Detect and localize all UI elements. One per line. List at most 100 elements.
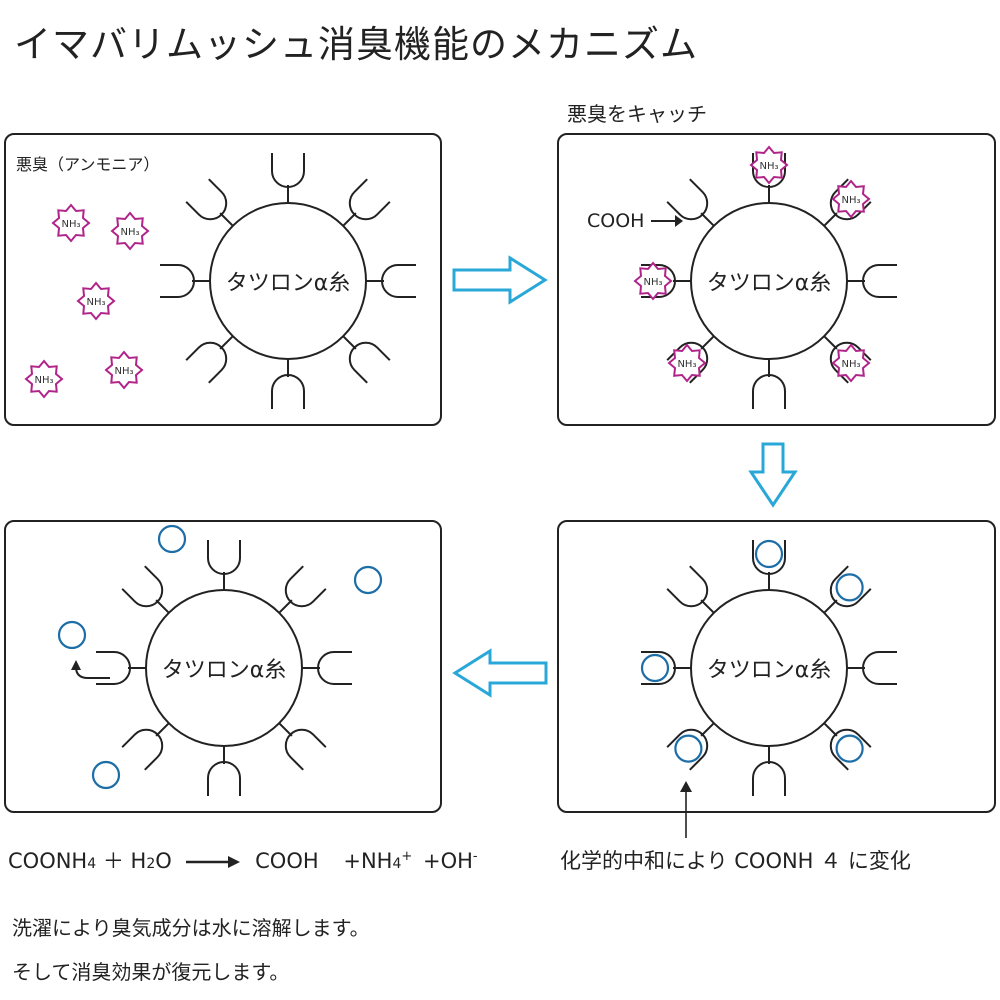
hollow-arrow-left-icon — [452, 648, 548, 698]
receptor-arm — [278, 722, 327, 771]
receptor-arm — [752, 359, 786, 409]
water-molecule-icon — [835, 573, 864, 602]
eq-product-oh: +OH — [422, 849, 473, 873]
nh3-molecule-icon: NH₃ — [831, 179, 871, 219]
water-molecule-icon — [353, 565, 383, 595]
cooh-label: COOH — [587, 210, 644, 232]
eq-plus-water: ＋ H — [102, 849, 147, 873]
hollow-arrow-right-icon — [452, 255, 548, 305]
nh3-label: NH₃ — [34, 375, 53, 386]
page-title: イマバリムッシュ消臭機能のメカニズム — [14, 23, 698, 66]
receptor-arm — [271, 359, 305, 409]
nh3-molecule-icon: NH₃ — [633, 261, 673, 301]
receptor-arm — [666, 335, 715, 384]
water-molecule-icon — [674, 734, 703, 763]
equation: COONH4 ＋ H2O COOH +NH4+ +OH- — [8, 845, 478, 875]
panel-wash: タツロンα糸 — [4, 520, 442, 813]
nh3-label: NH₃ — [842, 195, 861, 206]
receptor-arm — [185, 178, 234, 227]
water-molecule-icon — [157, 524, 187, 554]
panel-wash-drawing: タツロンα糸 — [57, 524, 383, 796]
nh3-molecule-icon: NH₃ — [110, 211, 150, 251]
receptor-arm — [342, 335, 391, 384]
fiber-label: タツロンα糸 — [162, 658, 287, 683]
receptor-arm — [207, 540, 241, 590]
nh3-label: NH₃ — [61, 219, 80, 230]
panel-odor: NH₃ NH₃ NH₃ NH₃ NH₃ 悪臭（アンモニア） タツロンα糸 — [4, 133, 442, 426]
odor-label: 悪臭（アンモニア） — [16, 155, 159, 174]
receptor-arm — [641, 651, 691, 685]
receptor-arm — [752, 746, 786, 796]
nh3-molecule-icon: NH₃ — [104, 350, 144, 390]
neutralize-label: 化学的中和により COONH ４ に変化 — [560, 849, 911, 873]
receptor-arm — [823, 722, 872, 771]
water-molecule-icon — [91, 760, 121, 790]
receptor-arm — [302, 651, 352, 685]
nh3-label: NH₃ — [114, 366, 133, 377]
receptor-arm — [121, 565, 170, 614]
eq-long-arrow-icon — [186, 856, 241, 868]
receptor-arm — [160, 264, 210, 298]
receptor-arm — [121, 722, 170, 771]
receptor-arm — [823, 335, 872, 384]
receptor-arm — [96, 651, 146, 685]
eq-product-nh4: +NH — [343, 849, 393, 873]
nh3-label: NH₃ — [842, 359, 861, 370]
receptor-arm — [278, 565, 327, 614]
receptor-arm — [366, 264, 416, 298]
nh3-molecule-icon: NH₃ — [51, 203, 91, 243]
water-molecule-icon — [640, 653, 670, 683]
receptor-arm — [823, 178, 872, 227]
cooh-pointer-head — [675, 215, 683, 227]
release-arrow — [75, 666, 110, 679]
receptor-arm — [207, 746, 241, 796]
neutralize-pointer — [680, 781, 692, 838]
eq-reactant: COONH — [8, 849, 88, 873]
receptor-arm — [641, 264, 691, 298]
receptor-arm — [752, 153, 786, 203]
fiber-label: タツロンα糸 — [226, 271, 351, 296]
description-line-1: 洗濯により臭気成分は水に溶解します。 — [12, 916, 370, 940]
receptor-arm — [666, 178, 715, 227]
receptor-arm — [271, 153, 305, 203]
nh3-label: NH₃ — [643, 277, 662, 288]
nh3-label: NH₃ — [120, 227, 139, 238]
nh3-label: NH₃ — [759, 161, 778, 172]
nh3-molecule-icon: NH₃ — [749, 145, 789, 185]
eq-reactant-sub: 4 — [87, 856, 97, 872]
eq-oh-sup: - — [472, 849, 478, 864]
receptor-arm — [666, 722, 715, 771]
nh3-molecule-icon: NH₃ — [24, 359, 64, 399]
panel-neutralize: タツロンα糸 — [557, 520, 996, 813]
panel-capture-drawing: NH₃ NH₃ NH₃ NH₃ NH₃ COOH タツロンα糸 — [587, 145, 897, 409]
nh3-molecule-icon: NH₃ — [667, 343, 707, 383]
nh3-label: NH₃ — [86, 297, 105, 308]
eq-nh4-sup: + — [401, 849, 413, 864]
release-arrow-head — [71, 660, 81, 670]
eq-product-cooh: COOH — [255, 849, 319, 873]
receptor-arm — [185, 335, 234, 384]
eq-water-sub: 2 — [146, 856, 156, 872]
receptor-arm — [342, 178, 391, 227]
catch-label: 悪臭をキャッチ — [567, 102, 707, 126]
fiber-label: タツロンα糸 — [707, 271, 832, 296]
water-molecule-icon — [754, 539, 784, 569]
receptor-arm — [847, 651, 897, 685]
eq-water-o: O — [155, 849, 172, 873]
eq-nh4-sub: 4 — [392, 856, 402, 872]
receptor-arm — [847, 264, 897, 298]
hollow-arrow-down-icon — [748, 442, 798, 508]
water-molecule-icon — [57, 620, 87, 650]
panel-odor-drawing: NH₃ NH₃ NH₃ NH₃ NH₃ 悪臭（アンモニア） タツロンα糸 — [16, 153, 416, 409]
nh3-label: NH₃ — [677, 359, 696, 370]
water-molecule-icon — [835, 734, 864, 763]
nh3-molecule-icon: NH₃ — [76, 281, 116, 321]
receptor-arm — [752, 540, 786, 590]
receptor-arm — [666, 565, 715, 614]
nh3-molecule-icon: NH₃ — [831, 343, 871, 383]
fiber-label: タツロンα糸 — [707, 658, 832, 683]
panel-capture: NH₃ NH₃ NH₃ NH₃ NH₃ COOH タツロンα糸 — [557, 133, 996, 426]
description-line-2: そして消臭効果が復元します。 — [12, 960, 290, 984]
panel-neutralize-drawing: タツロンα糸 — [640, 539, 897, 796]
receptor-arm — [823, 565, 872, 614]
